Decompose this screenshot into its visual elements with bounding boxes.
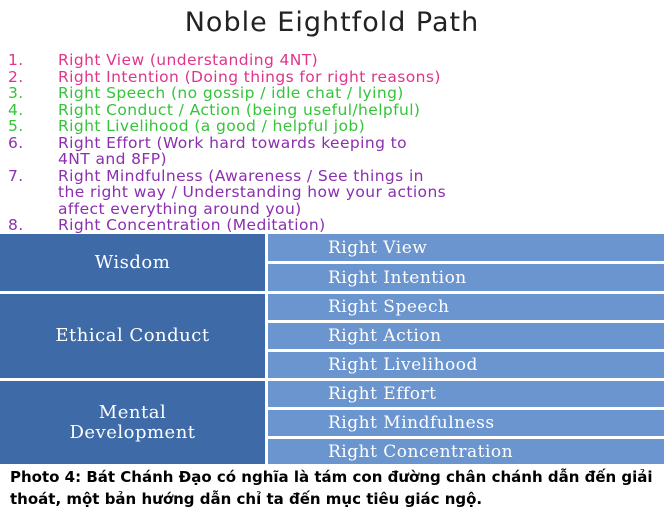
list-item-number: 2. — [8, 67, 24, 86]
table-cell: Right Livelihood — [268, 352, 664, 378]
table-cell: Right Speech — [268, 294, 664, 320]
group-label-mental: Mental Development — [0, 381, 265, 464]
table-group-wisdom: Wisdom Right View Right Intention — [0, 234, 664, 291]
list-item: 3. Right Speech (no gossip / idle chat /… — [8, 85, 658, 102]
table-cell: Right View — [268, 234, 664, 261]
list-item-text: Right Speech (no gossip / idle chat / ly… — [58, 84, 404, 102]
table-cell: Right Action — [268, 323, 664, 349]
table-group-mental: Mental Development Right Effort Right Mi… — [0, 381, 664, 464]
table-cell: Right Mindfulness — [268, 410, 664, 436]
list-item: 5. Right Livelihood (a good / helpful jo… — [8, 118, 658, 135]
list-item-text: Right Livelihood (a good / helpful job) — [58, 117, 366, 135]
list-item-number: 3. — [8, 84, 24, 102]
list-item: 6. Right Effort (Work hard towards keepi… — [8, 133, 658, 168]
group-label-ethical: Ethical Conduct — [0, 294, 265, 378]
list-item-number: 7. — [8, 166, 24, 185]
group-label-wisdom: Wisdom — [0, 234, 265, 291]
list-item-text: Right Conduct / Action (being useful/hel… — [58, 100, 421, 119]
list-item-number: 8. — [8, 216, 24, 234]
photo-caption: Photo 4: Bát Chánh Đạo có nghĩa là tám c… — [10, 468, 653, 508]
table-cell: Right Intention — [268, 264, 664, 291]
eightfold-list: 1. Right View (understanding 4NT) 2. Rig… — [8, 52, 658, 234]
list-item-number: 4. — [8, 100, 24, 119]
list-item: 7. Right Mindfulness (Awareness / See th… — [8, 166, 658, 218]
list-item-text: Right Concentration (Meditation) — [58, 216, 326, 234]
list-item-text-line: the right way / Understanding how your a… — [58, 183, 447, 201]
path-categories-table: Wisdom Right View Right Intention Ethica… — [0, 234, 664, 464]
list-item: 8. Right Concentration (Meditation) — [8, 217, 658, 234]
group-label-line: Development — [69, 421, 196, 443]
list-item: 4. Right Conduct / Action (being useful/… — [8, 100, 658, 119]
list-item-text-line: affect everything around you) — [58, 199, 302, 218]
list-item-number: 1. — [8, 51, 24, 69]
table-group-ethical: Ethical Conduct Right Speech Right Actio… — [0, 294, 664, 378]
list-item-text-line: Right Mindfulness (Awareness / See thing… — [58, 166, 424, 185]
list-item: 1. Right View (understanding 4NT) — [8, 52, 658, 69]
group-label-line: Mental — [98, 401, 167, 423]
list-item-text: Right View (understanding 4NT) — [58, 51, 319, 69]
list-item-number: 5. — [8, 117, 24, 135]
list-item: 2. Right Intention (Doing things for rig… — [8, 67, 658, 86]
table-cell: Right Effort — [268, 381, 664, 407]
table-cell: Right Concentration — [268, 439, 664, 464]
list-item-number: 6. — [8, 133, 24, 152]
page-title: Noble Eightfold Path — [184, 7, 480, 38]
list-item-text-line: 4NT and 8FP) — [58, 150, 167, 168]
list-item-text-line: Right Effort (Work hard towards keeping … — [58, 133, 407, 152]
list-item-text: Right Intention (Doing things for right … — [58, 67, 441, 86]
